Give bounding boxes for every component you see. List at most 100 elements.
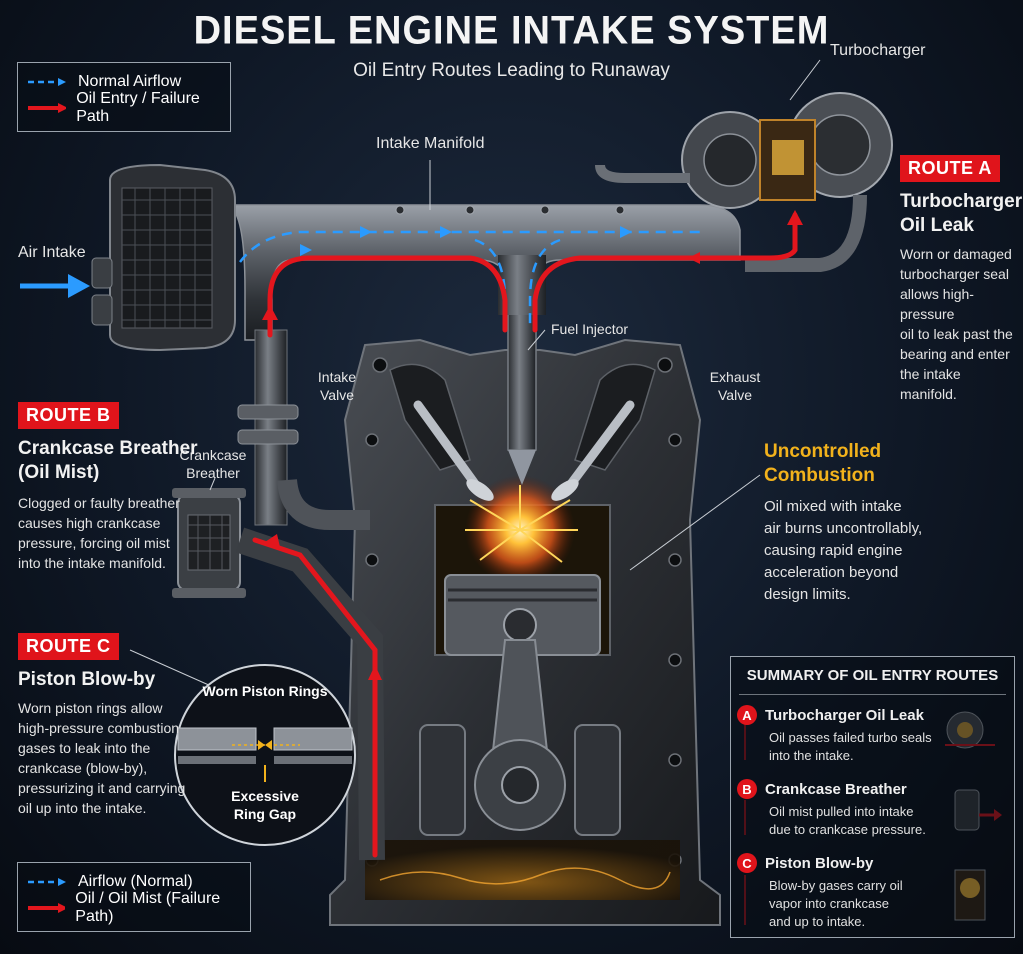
crankcase-breather-label-line1: Crankcase xyxy=(179,447,247,463)
route-a-text: Worn or damaged turbocharger seal allows… xyxy=(900,244,1018,404)
uncontrolled-text-line: Oil mixed with intake xyxy=(764,498,902,515)
oil-paths xyxy=(252,212,798,858)
route-a-text-line: oil to leak past the xyxy=(900,326,1013,342)
summary-head-c: Piston Blow-by xyxy=(765,854,874,872)
summary-text-c: Blow-by gases carry oil vapor into crank… xyxy=(769,877,937,931)
air-filter xyxy=(91,163,236,352)
route-b-head-line2: (Oil Mist) xyxy=(18,462,100,483)
intake-valve-label-line1: Intake xyxy=(317,369,357,385)
page-title: DIESEL ENGINE INTAKE SYSTEM xyxy=(193,8,830,54)
uncontrolled-head: Uncontrolled Combustion xyxy=(764,440,954,488)
route-a-text-line: turbocharger seal xyxy=(900,266,1009,282)
breather-pipe xyxy=(254,329,288,526)
crankcase-breather xyxy=(172,488,246,598)
summary-head-b: Crankcase Breather xyxy=(765,780,907,798)
route-a-text-line: allows high-pressure xyxy=(900,286,974,322)
route-b-head-line1: Crankcase Breather xyxy=(18,438,198,459)
excessive-line1: Excessive xyxy=(231,788,299,804)
route-a-text-line: bearing and enter xyxy=(900,346,1010,362)
crankcase-breather-label: Crankcase Breather xyxy=(178,446,248,482)
route-a-badge: ROUTE A xyxy=(900,155,1000,182)
route-c-text: Worn piston rings allow high-pressure co… xyxy=(18,698,198,818)
summary-item-a: A Turbocharger Oil Leak Oil passes faile… xyxy=(737,705,937,765)
route-b-text-line: causes high crankcase xyxy=(18,515,161,531)
blue-dash-icon xyxy=(28,78,66,86)
fuel-injector xyxy=(507,299,537,485)
route-c-head: Piston Blow-by xyxy=(18,669,156,690)
exhaust-valve-label-line1: Exhaust xyxy=(709,369,761,385)
route-c-text-line: high-pressure combustion xyxy=(18,720,180,736)
route-a-panel: ROUTE A Turbocharger Oil Leak Worn or da… xyxy=(900,155,1023,404)
route-b-text-line: pressure, forcing oil mist xyxy=(18,535,170,551)
summary-letter-b: B xyxy=(737,779,757,799)
route-a-text-line: the intake manifold. xyxy=(900,366,961,402)
summary-text-line: vapor into crankcase xyxy=(769,896,889,911)
legend-oil-mist-label: Oil / Oil Mist (Failure Path) xyxy=(75,890,221,925)
uncontrolled-text-line: design limits. xyxy=(764,586,851,603)
exhaust-valve-label: Exhaust Valve xyxy=(705,368,765,404)
legend-top: Normal Airflow Oil Entry / Failure Path xyxy=(17,62,231,132)
legend-item-airflow: Airflow (Normal) xyxy=(28,869,250,895)
route-b-text-line: into the intake manifold. xyxy=(18,555,166,571)
summary-text-b: Oil mist pulled into intake due to crank… xyxy=(769,803,937,839)
worn-piston-rings-label: Worn Piston Rings xyxy=(202,683,328,699)
crankcase-breather-label-line2: Breather xyxy=(186,465,240,481)
uncontrolled-text-line: causing rapid engine xyxy=(764,542,903,559)
intake-valve-label: Intake Valve xyxy=(312,368,362,404)
route-c-text-line: Worn piston rings allow xyxy=(18,700,163,716)
route-b-badge: ROUTE B xyxy=(18,402,119,429)
legend-item-oil: Oil Entry / Failure Path xyxy=(28,90,230,125)
route-a-text-line: Worn or damaged xyxy=(900,246,1012,262)
summary-letter-a: A xyxy=(737,705,757,725)
summary-panel: SUMMARY OF OIL ENTRY ROUTES A Turbocharg… xyxy=(730,656,1015,938)
excessive-line2: Ring Gap xyxy=(233,806,297,822)
route-c-badge: ROUTE C xyxy=(18,633,119,660)
summary-title: SUMMARY OF OIL ENTRY ROUTES xyxy=(746,667,999,684)
blue-dash-icon xyxy=(28,878,66,886)
route-c-panel: ROUTE C Piston Blow-by Worn piston rings… xyxy=(18,633,198,818)
route-b-head: Crankcase Breather (Oil Mist) xyxy=(18,437,198,485)
route-a-head-line1: Turbocharger xyxy=(900,191,1023,212)
route-c-text-line: pressurizing it and carrying xyxy=(18,780,186,796)
legend-airflow-label: Airflow (Normal) xyxy=(78,873,193,890)
route-b-text: Clogged or faulty breather causes high c… xyxy=(18,493,198,573)
turbocharger-label: Turbocharger xyxy=(830,42,926,59)
summary-head-a: Turbocharger Oil Leak xyxy=(765,706,924,724)
route-a-head-line2: Oil Leak xyxy=(900,215,974,236)
uncontrolled-combustion-panel: Uncontrolled Combustion Oil mixed with i… xyxy=(764,440,954,606)
red-arrow-icon xyxy=(28,903,66,913)
uncontrolled-text-line: acceleration beyond xyxy=(764,564,899,581)
legend-item-oil-mist: Oil / Oil Mist (Failure Path) xyxy=(28,890,250,925)
route-c-text-line: gases to leak into the xyxy=(18,740,151,756)
summary-text-line: Blow-by gases carry oil xyxy=(769,878,903,893)
summary-text-line: and up to intake. xyxy=(769,914,866,929)
legend-bottom: Airflow (Normal) Oil / Oil Mist (Failure… xyxy=(17,862,251,932)
summary-text-line: into the intake. xyxy=(769,748,854,763)
intake-valve-label-line2: Valve xyxy=(320,387,354,403)
route-b-text-line: Clogged or faulty breather xyxy=(18,495,180,511)
summary-letter-c: C xyxy=(737,853,757,873)
intake-valve xyxy=(413,400,494,501)
air-intake-label: Air Intake xyxy=(18,244,86,261)
piston-rings-magnifier xyxy=(174,664,356,846)
legend-item-normal: Normal Airflow xyxy=(28,69,230,95)
exhaust-valve xyxy=(551,400,635,501)
uncontrolled-head-line2: Combustion xyxy=(764,465,875,486)
fuel-injector-label: Fuel Injector xyxy=(551,321,629,337)
turbocharger xyxy=(595,92,893,272)
uncontrolled-head-line1: Uncontrolled xyxy=(764,441,882,462)
uncontrolled-text: Oil mixed with intake air burns uncontro… xyxy=(764,496,954,606)
page-subtitle: Oil Entry Routes Leading to Runaway xyxy=(353,60,670,81)
exhaust-valve-label-line2: Valve xyxy=(718,387,752,403)
summary-text-a: Oil passes failed turbo seals into the i… xyxy=(769,729,937,765)
summary-text-line: Oil passes failed turbo seals xyxy=(769,730,932,745)
red-arrow-icon xyxy=(28,103,67,113)
summary-item-c: C Piston Blow-by Blow-by gases carry oil… xyxy=(737,853,937,931)
route-c-text-line: crankcase (blow-by), xyxy=(18,760,148,776)
summary-item-b: B Crankcase Breather Oil mist pulled int… xyxy=(737,779,937,839)
excessive-ring-gap-label: Excessive Ring Gap xyxy=(215,787,315,823)
intake-manifold xyxy=(224,204,741,341)
summary-text-line: due to crankcase pressure. xyxy=(769,822,926,837)
legend-oil-label: Oil Entry / Failure Path xyxy=(76,90,200,125)
